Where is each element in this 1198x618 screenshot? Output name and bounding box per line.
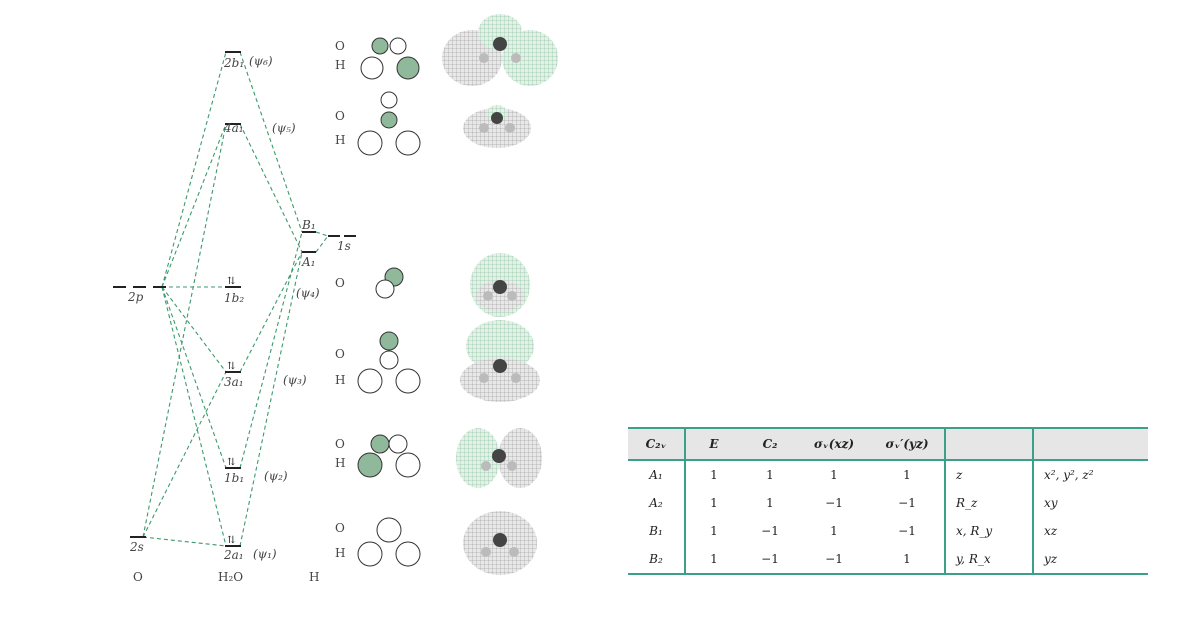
label-oxygen: O <box>133 570 143 584</box>
svg-text:O: O <box>335 276 345 290</box>
lcao-psi3 <box>357 331 421 394</box>
label-B1: B₁ <box>301 218 316 232</box>
surface-psi3 <box>460 320 540 402</box>
lcao-psi2 <box>357 434 421 478</box>
char-cell: 1 <box>710 468 718 482</box>
label-A1: A₁ <box>301 255 315 269</box>
svg-text:⇅: ⇅ <box>227 276 235 287</box>
char-cell: 1 <box>870 460 946 489</box>
header-C2: C₂ <box>742 427 798 461</box>
quadratic-cell: yz <box>1033 545 1148 575</box>
surface-psi4 <box>470 253 530 317</box>
svg-text:⇅: ⇅ <box>227 457 235 468</box>
char-cell: 1 <box>766 468 774 482</box>
header-linear <box>945 427 1034 461</box>
svg-text:H: H <box>335 58 345 72</box>
svg-text:O: O <box>335 39 345 53</box>
mo-psi-4: (ψ₄) <box>296 286 320 300</box>
char-cell: 1 <box>830 468 838 482</box>
char-cell: 1 <box>685 545 742 575</box>
linear-cell: R_z <box>945 489 1034 517</box>
irrep-cell: A₁ <box>628 460 686 489</box>
mo-psi-2: (ψ₂) <box>264 469 288 483</box>
char-cell: 1 <box>870 545 946 575</box>
table-header-row: C₂ᵥ E C₂ σᵥ(xz) σᵥ′(yz) <box>628 427 1148 461</box>
mo-levels <box>225 51 241 547</box>
surface-psi2 <box>456 428 542 488</box>
char-cell: −1 <box>870 489 946 517</box>
character-table: C₂ᵥ E C₂ σᵥ(xz) σᵥ′(yz) A₁ 1 1 1 1 z x²,… <box>628 427 1148 575</box>
svg-text:H: H <box>335 133 345 147</box>
mo-psi-6: (ψ₆) <box>249 54 273 68</box>
char-cell: −1 <box>825 496 843 510</box>
surface-psi6 <box>442 14 558 86</box>
mo-label-1b1: 1b₁ <box>224 471 244 485</box>
quadratic-cell: xy <box>1044 496 1058 510</box>
surface-psi1 <box>463 511 537 575</box>
atom-row-labels: O H O H O O H O H O H <box>335 39 345 560</box>
header-sigma-xz: σᵥ(xz) <box>798 427 870 461</box>
lcao-psi1 <box>357 517 421 567</box>
svg-text:⇅: ⇅ <box>227 361 235 372</box>
char-cell: 1 <box>830 524 838 538</box>
label-hydrogen: H <box>309 570 319 584</box>
surface-psi5 <box>463 105 531 148</box>
char-cell: −1 <box>798 545 870 575</box>
char-cell: 1 <box>710 496 718 510</box>
svg-text:⇅: ⇅ <box>227 535 235 546</box>
char-cell: −1 <box>742 545 798 575</box>
char-cell: 1 <box>766 496 774 510</box>
irrep-cell: A₂ <box>628 489 686 517</box>
svg-text:O: O <box>335 521 345 535</box>
char-cell: −1 <box>761 524 779 538</box>
quadratic-cell: xz <box>1044 524 1058 538</box>
svg-text:O: O <box>335 347 345 361</box>
table-row: A₁ 1 1 1 1 z x², y², z² <box>628 460 1148 489</box>
electron-pairs: ⇅ ⇅ ⇅ ⇅ <box>227 276 235 546</box>
char-cell: −1 <box>870 517 946 545</box>
label-2p: 2p <box>127 290 144 304</box>
mo-label-2a1: 2a₁ <box>223 548 244 562</box>
mo-label-1b2: 1b₂ <box>224 291 244 305</box>
table-row: A₂ 1 1 −1 −1 R_z xy <box>628 489 1148 517</box>
label-1s: 1s <box>337 239 351 253</box>
header-sigma-yz: σᵥ′(yz) <box>870 427 946 461</box>
quadratic-cell: x², y², z² <box>1044 468 1094 482</box>
char-cell: 1 <box>710 524 718 538</box>
mo-psi-3: (ψ₃) <box>283 373 307 387</box>
svg-text:O: O <box>335 109 345 123</box>
irrep-cell: B₁ <box>628 517 686 545</box>
svg-text:H: H <box>335 456 345 470</box>
svg-text:H: H <box>335 546 345 560</box>
linear-cell: y, R_x <box>945 545 1034 575</box>
table-row: B₂ 1 −1 −1 1 y, R_x yz <box>628 545 1148 575</box>
mo-psi-5: (ψ₅) <box>272 121 296 135</box>
svg-text:O: O <box>335 437 345 451</box>
label-2s: 2s <box>129 540 144 554</box>
header-quadratic <box>1033 427 1148 461</box>
mo-label-3a1: 3a₁ <box>224 375 244 389</box>
label-h2o: H₂O <box>218 570 243 584</box>
svg-text:H: H <box>335 373 345 387</box>
linear-cell: x, R_y <box>945 517 1034 545</box>
irrep-cell: B₂ <box>628 545 686 575</box>
point-group-header: C₂ᵥ <box>628 427 686 461</box>
mo-psi-1: (ψ₁) <box>253 547 277 561</box>
lcao-psi6 <box>360 37 420 80</box>
header-E: E <box>685 427 742 461</box>
lcao-psi4 <box>375 267 404 299</box>
lcao-psi5 <box>357 91 421 156</box>
mo-label-2b1: 2b₁ <box>223 56 244 70</box>
mo-label-4a1: 4a₁ <box>223 121 244 135</box>
linear-cell: z <box>945 460 1034 489</box>
correlation-lines <box>142 51 329 547</box>
table-row: B₁ 1 −1 1 −1 x, R_y xz <box>628 517 1148 545</box>
